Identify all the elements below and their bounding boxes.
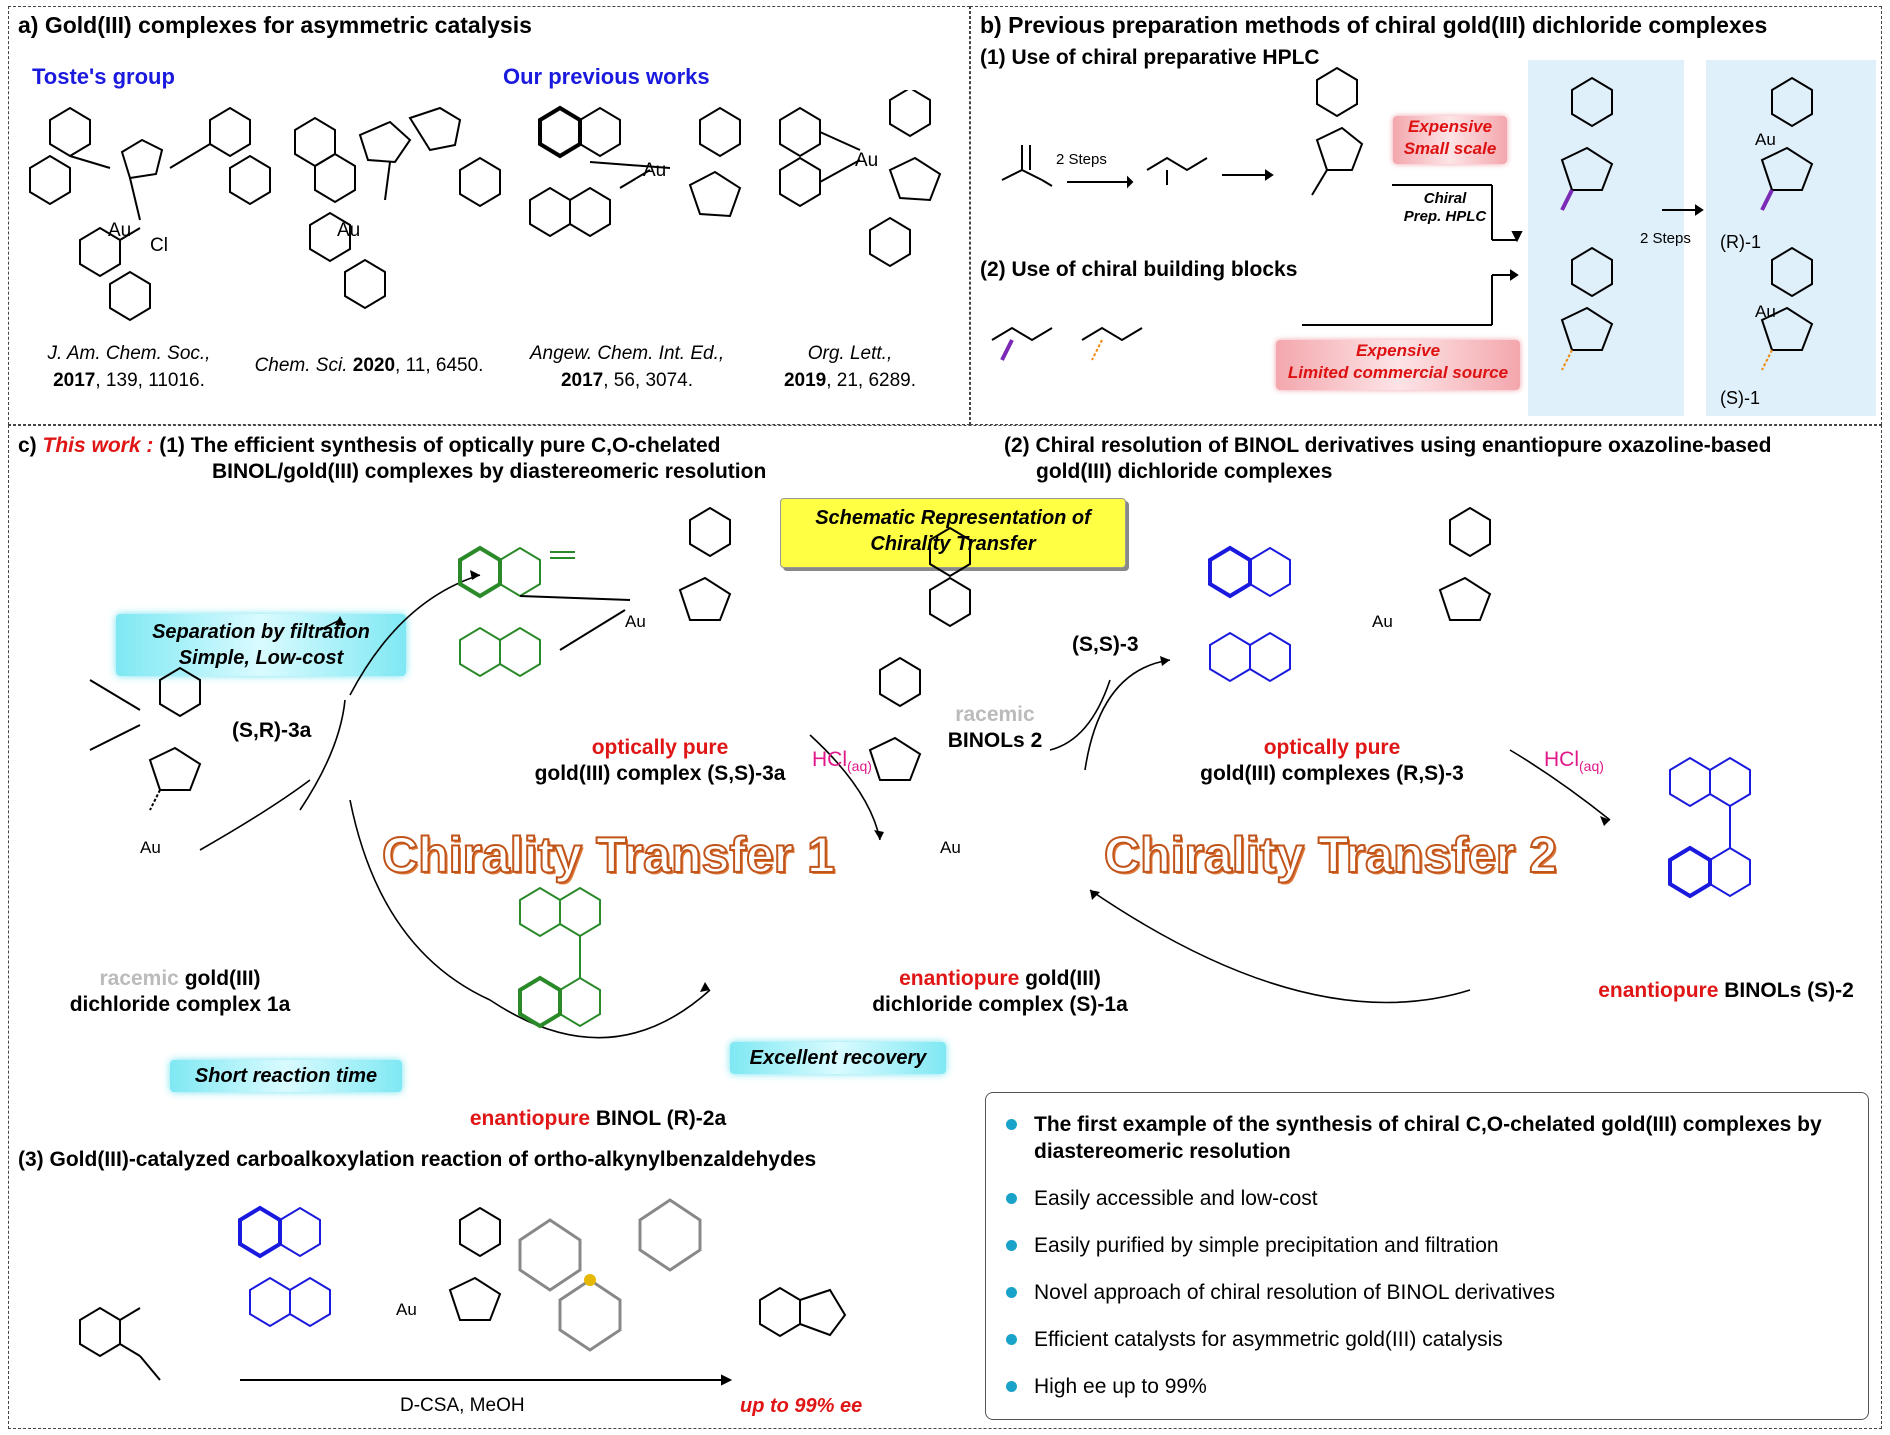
highlight-item: High ee up to 99% [998,1373,1852,1400]
highlight-item: Efficient catalysts for asymmetric gold(… [998,1326,1852,1353]
part-3-title: (3) Gold(III)-catalyzed carboalkoxylatio… [18,1148,817,1171]
citation-chemsci: Chem. Sci. 2020, 11, 6450. [254,355,484,376]
previous-works-label: Our previous works [503,64,710,89]
panel-b [970,6,1882,425]
au-atom-r1: Au [1755,130,1776,149]
highlight-item: Novel approach of chiral resolution of B… [998,1279,1852,1306]
part-3-reaction [79,1198,847,1386]
citation-angew: Angew. Chem. Int. Ed.,2017, 56, 3074. [529,343,725,391]
highlights-list: The first example of the synthesis of ch… [998,1111,1852,1400]
short-reaction-tag: Short reaction time [170,1060,402,1092]
s1a-label: enantiopure gold(III)dichloride complex … [872,967,1128,1016]
hplc-drawback-tag: Expensive Small scale [1393,116,1507,164]
conditions-label: D-CSA, MeOH [400,1395,525,1416]
two-steps-label-1: 2 Steps [1056,151,1107,168]
hcl-label-1: HCl(aq) [812,748,872,775]
method-1-label: (1) Use of chiral preparative HPLC [980,46,1320,69]
panel-b-title: b) Previous preparation methods of chira… [980,12,1768,38]
s2-label: enantiopure BINOLs (S)-2 [1598,979,1854,1002]
panel-a [8,6,970,425]
au-atom-rs3: Au [1372,612,1393,631]
cl-atom-1: Cl [150,235,168,256]
highlights-box: The first example of the synthesis of ch… [985,1092,1869,1420]
au-atom-4: Au [855,150,879,171]
ss3-label: (S,S)-3 [1072,633,1139,656]
part-2-title-line2: gold(III) dichloride complexes [1036,460,1333,483]
au-atom-ss3a: Au [625,612,646,631]
panel-a-structures [29,90,942,322]
panel-c [8,425,1882,1429]
chirality-transfer-1: Chirality Transfer 1 [381,826,836,884]
chiral-oxazoline-box [1528,60,1684,416]
hcl-label-2: HCl(aq) [1544,748,1604,775]
panel-c-title-line1: c) This work : (1) The efficient synthes… [18,434,721,457]
part-2-title-line1: (2) Chiral resolution of BINOL derivativ… [1004,434,1772,457]
panel-b-structures [991,66,1814,371]
product-s1-label: (S)-1 [1720,388,1760,408]
racemic-1a-label: racemic gold(III)dichloride complex 1a [69,967,291,1016]
toste-group-label: Toste's group [32,64,175,89]
method-2-label: (2) Use of chiral building blocks [980,258,1298,281]
highlight-item: The first example of the synthesis of ch… [998,1111,1852,1165]
gold-complex-box [1706,60,1876,416]
excellent-recovery-tag: Excellent recovery [730,1042,946,1074]
au-atom-3: Au [643,160,667,181]
ee-label: up to 99% ee [740,1395,863,1417]
chirality-transfer-2: Chirality Transfer 2 [1103,826,1558,884]
cycle-diagram [89,506,1751,1039]
citation-jacs: J. Am. Chem. Soc.,2017, 139, 11016. [47,343,211,391]
panel-a-title: a) Gold(III) complexes for asymmetric ca… [18,12,532,38]
au-atom-1a: Au [140,838,161,857]
two-steps-label-2: 2 Steps [1640,230,1691,247]
au-atom-s1: Au [1755,302,1776,321]
au-atom-2: Au [337,220,361,241]
panel-c-title-line2: BINOL/gold(III) complexes by diastereome… [212,460,767,483]
au-atom-s1a: Au [940,838,961,857]
r2a-label: enantiopure BINOL (R)-2a [469,1107,727,1130]
product-r1-label: (R)-1 [1720,232,1761,252]
sr3a-label: (S,R)-3a [232,719,312,742]
highlight-item: Easily purified by simple precipitation … [998,1232,1852,1259]
highlight-item: Easily accessible and low-cost [998,1185,1852,1212]
au-atom-1: Au [108,220,132,241]
au-atom-catalyst: Au [396,1300,417,1319]
citation-orglett: Org. Lett.,2019, 21, 6289. [783,343,917,391]
